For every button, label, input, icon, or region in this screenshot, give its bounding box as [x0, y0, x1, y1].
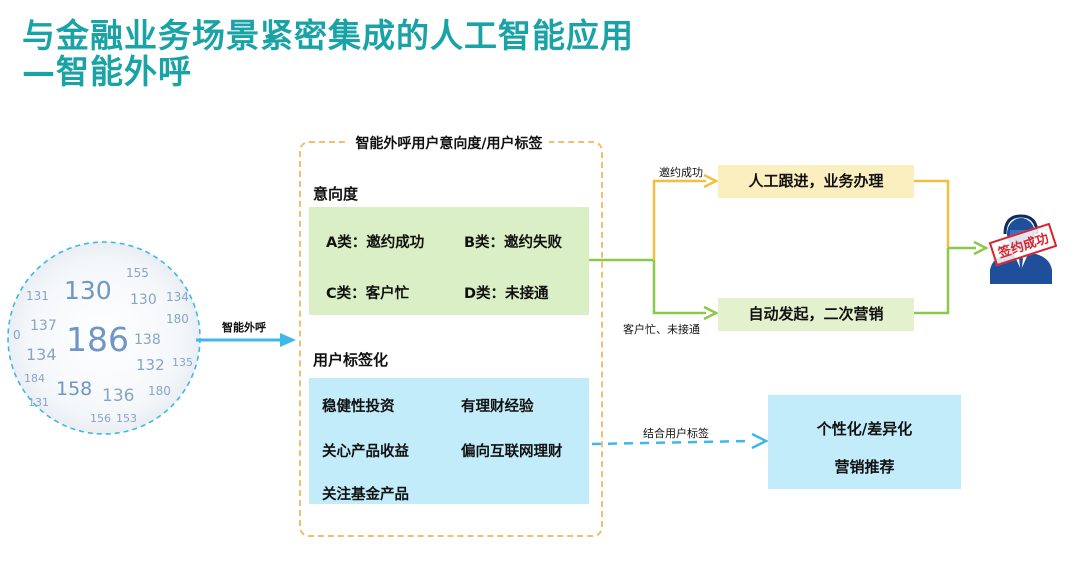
- circle-number: 180: [148, 384, 171, 398]
- tag-dashed-arrowhead: [751, 432, 769, 450]
- intent-cell-c: C类：客户忙: [326, 286, 410, 302]
- tag-cell: 关心产品收益: [322, 444, 409, 460]
- intent-cell-a: A类：邀约成功: [326, 235, 425, 251]
- second-marketing-box: 自动发起，二次营销: [718, 298, 914, 331]
- second-marketing-text: 自动发起，二次营销: [748, 305, 884, 323]
- tag-arrow-label: 结合用户标签: [643, 427, 709, 440]
- circle-number: 131: [26, 289, 49, 303]
- outbound-arrow: [196, 333, 296, 347]
- personalized-line1: 个性化/差异化: [816, 420, 913, 438]
- circle-number: 131: [28, 396, 49, 409]
- merge-arrowhead: [973, 240, 989, 256]
- circle-number: 158: [56, 378, 93, 400]
- circle-number: 134: [26, 345, 57, 364]
- follow-up-out-line: [914, 179, 950, 248]
- circle-number: 153: [116, 412, 137, 425]
- follow-up-text: 人工跟进，业务办理: [748, 172, 884, 190]
- panel-title: 智能外呼用户意向度/用户标签: [299, 133, 599, 153]
- intent-section-label: 意向度: [313, 185, 359, 203]
- outbound-arrow-label: 智能外呼: [222, 321, 266, 334]
- tags-box: [309, 378, 589, 504]
- circle-number: 132: [136, 356, 165, 374]
- success-branch-arrowhead: [703, 173, 719, 189]
- circle-number: 130: [130, 292, 157, 308]
- busy-branch-label: 客户忙、未接通: [623, 323, 700, 336]
- page-title-line1: 与金融业务场景紧密集成的人工智能应用: [22, 16, 634, 55]
- second-marketing-out-line: [914, 248, 950, 315]
- intent-cell-d: D类：未接通: [464, 286, 549, 302]
- tag-cell: 有理财经验: [461, 399, 534, 415]
- panel-title-text: 智能外呼用户意向度/用户标签: [349, 136, 549, 152]
- personalized-line2: 营销推荐: [834, 458, 895, 476]
- tag-dashed-line: [591, 439, 753, 446]
- intent-cell-b: B类：邀约失败: [464, 235, 563, 251]
- intent-box: [309, 207, 589, 315]
- tag-cell: 关注基金产品: [322, 487, 409, 503]
- circle-number: 0: [13, 328, 21, 342]
- circle-number: 130: [64, 276, 112, 305]
- circle-number: 134: [166, 290, 189, 304]
- tag-cell: 偏向互联网理财: [461, 444, 563, 460]
- circle-number: 137: [30, 318, 57, 334]
- follow-up-box: 人工跟进，业务办理: [718, 165, 914, 198]
- tag-cell: 稳健性投资: [322, 399, 395, 415]
- page-title-line2: —智能外呼: [22, 52, 192, 91]
- circle-number: 135: [172, 356, 193, 369]
- circle-number: 136: [102, 386, 135, 406]
- tags-section-label: 用户标签化: [313, 351, 389, 369]
- busy-branch-arrowhead: [703, 305, 719, 321]
- phone-number-circle-graphic: [7, 241, 201, 435]
- circle-number: 186: [66, 320, 129, 359]
- circle-number: 184: [24, 372, 45, 385]
- phone-number-circle: 155 130 131 130 134 137 186 138 180 0 13…: [6, 240, 202, 436]
- success-branch-line: [652, 179, 706, 260]
- success-branch-label: 邀约成功: [659, 166, 703, 179]
- circle-number: 156: [90, 412, 111, 425]
- personalized-box: 个性化/差异化 营销推荐: [768, 395, 961, 489]
- circle-number: 180: [166, 312, 189, 326]
- circle-number: 138: [134, 332, 161, 348]
- signed-customer-icon: 签约成功: [986, 208, 1058, 284]
- circle-number: 155: [126, 266, 149, 280]
- busy-branch-line: [652, 260, 706, 315]
